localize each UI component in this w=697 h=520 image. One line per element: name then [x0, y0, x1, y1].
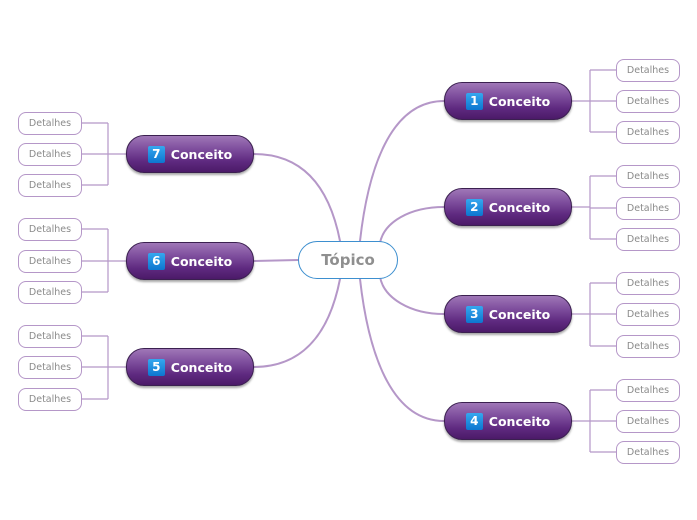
- detail-node-2-2[interactable]: Detalhes: [616, 197, 680, 220]
- number-badge-4: 4: [465, 412, 483, 430]
- detail-node-2-1[interactable]: Detalhes: [616, 165, 680, 188]
- concept-node-5[interactable]: 5 Conceito: [126, 348, 254, 386]
- concept-label-4: Conceito: [488, 413, 551, 429]
- connector-central-concept-4: [359, 278, 445, 422]
- number-badge-5: 5: [147, 358, 165, 376]
- concept-label-1: Conceito: [488, 93, 551, 109]
- detail-label: Detalhes: [28, 256, 72, 267]
- concept-node-4[interactable]: 4 Conceito: [444, 402, 572, 440]
- connector-central-concept-3: [379, 276, 445, 315]
- bracket-concept-2: [572, 175, 616, 240]
- concept-label-7: Conceito: [170, 146, 233, 162]
- connector-central-concept-2: [379, 206, 445, 244]
- concept-label-3: Conceito: [488, 306, 551, 322]
- bracket-concept-6: [81, 228, 126, 293]
- bracket-concept-3: [572, 282, 616, 347]
- detail-label: Detalhes: [626, 309, 670, 320]
- detail-label: Detalhes: [626, 278, 670, 289]
- detail-label: Detalhes: [626, 96, 670, 107]
- detail-label: Detalhes: [28, 180, 72, 191]
- number-badge-2: 2: [465, 198, 483, 216]
- connector-central-concept-7: [253, 153, 341, 242]
- number-badge-1: 1: [465, 92, 483, 110]
- detail-label: Detalhes: [28, 149, 72, 160]
- concept-label-2: Conceito: [488, 199, 551, 215]
- central-topic[interactable]: Tópico: [298, 241, 398, 279]
- number-badge-3: 3: [465, 305, 483, 323]
- detail-label: Detalhes: [626, 127, 670, 138]
- concept-label-6: Conceito: [170, 253, 233, 269]
- detail-label: Detalhes: [626, 171, 670, 182]
- detail-label: Detalhes: [626, 447, 670, 458]
- detail-node-6-1[interactable]: Detalhes: [18, 218, 82, 241]
- detail-node-2-3[interactable]: Detalhes: [616, 228, 680, 251]
- detail-node-3-2[interactable]: Detalhes: [616, 303, 680, 326]
- detail-label: Detalhes: [28, 287, 72, 298]
- detail-node-3-3[interactable]: Detalhes: [616, 335, 680, 358]
- detail-node-7-1[interactable]: Detalhes: [18, 112, 82, 135]
- detail-node-3-1[interactable]: Detalhes: [616, 272, 680, 295]
- central-topic-label: Tópico: [321, 251, 375, 269]
- detail-node-1-2[interactable]: Detalhes: [616, 90, 680, 113]
- detail-node-6-3[interactable]: Detalhes: [18, 281, 82, 304]
- detail-node-4-1[interactable]: Detalhes: [616, 379, 680, 402]
- detail-node-1-3[interactable]: Detalhes: [616, 121, 680, 144]
- detail-node-6-2[interactable]: Detalhes: [18, 250, 82, 273]
- detail-label: Detalhes: [28, 118, 72, 129]
- concept-node-7[interactable]: 7 Conceito: [126, 135, 254, 173]
- concept-node-3[interactable]: 3 Conceito: [444, 295, 572, 333]
- detail-node-5-3[interactable]: Detalhes: [18, 388, 82, 411]
- detail-node-5-2[interactable]: Detalhes: [18, 356, 82, 379]
- detail-label: Detalhes: [28, 331, 72, 342]
- bracket-concept-7: [81, 122, 126, 186]
- number-badge-7: 7: [147, 145, 165, 163]
- detail-node-4-3[interactable]: Detalhes: [616, 441, 680, 464]
- detail-node-5-1[interactable]: Detalhes: [18, 325, 82, 348]
- detail-label: Detalhes: [28, 362, 72, 373]
- detail-label: Detalhes: [626, 385, 670, 396]
- detail-label: Detalhes: [28, 224, 72, 235]
- detail-label: Detalhes: [626, 203, 670, 214]
- connector-central-concept-6: [253, 259, 299, 262]
- concept-label-5: Conceito: [170, 359, 233, 375]
- bracket-concept-1: [572, 69, 616, 133]
- detail-node-7-2[interactable]: Detalhes: [18, 143, 82, 166]
- concept-node-6[interactable]: 6 Conceito: [126, 242, 254, 280]
- detail-label: Detalhes: [28, 394, 72, 405]
- connector-central-concept-5: [253, 278, 341, 368]
- bracket-concept-4: [572, 389, 616, 453]
- detail-node-1-1[interactable]: Detalhes: [616, 59, 680, 82]
- concept-node-2[interactable]: 2 Conceito: [444, 188, 572, 226]
- detail-label: Detalhes: [626, 65, 670, 76]
- bracket-concept-5: [81, 335, 126, 400]
- detail-node-7-3[interactable]: Detalhes: [18, 174, 82, 197]
- concept-node-1[interactable]: 1 Conceito: [444, 82, 572, 120]
- detail-label: Detalhes: [626, 234, 670, 245]
- detail-label: Detalhes: [626, 416, 670, 427]
- detail-node-4-2[interactable]: Detalhes: [616, 410, 680, 433]
- number-badge-6: 6: [147, 252, 165, 270]
- connector-central-concept-1: [359, 100, 445, 242]
- detail-label: Detalhes: [626, 341, 670, 352]
